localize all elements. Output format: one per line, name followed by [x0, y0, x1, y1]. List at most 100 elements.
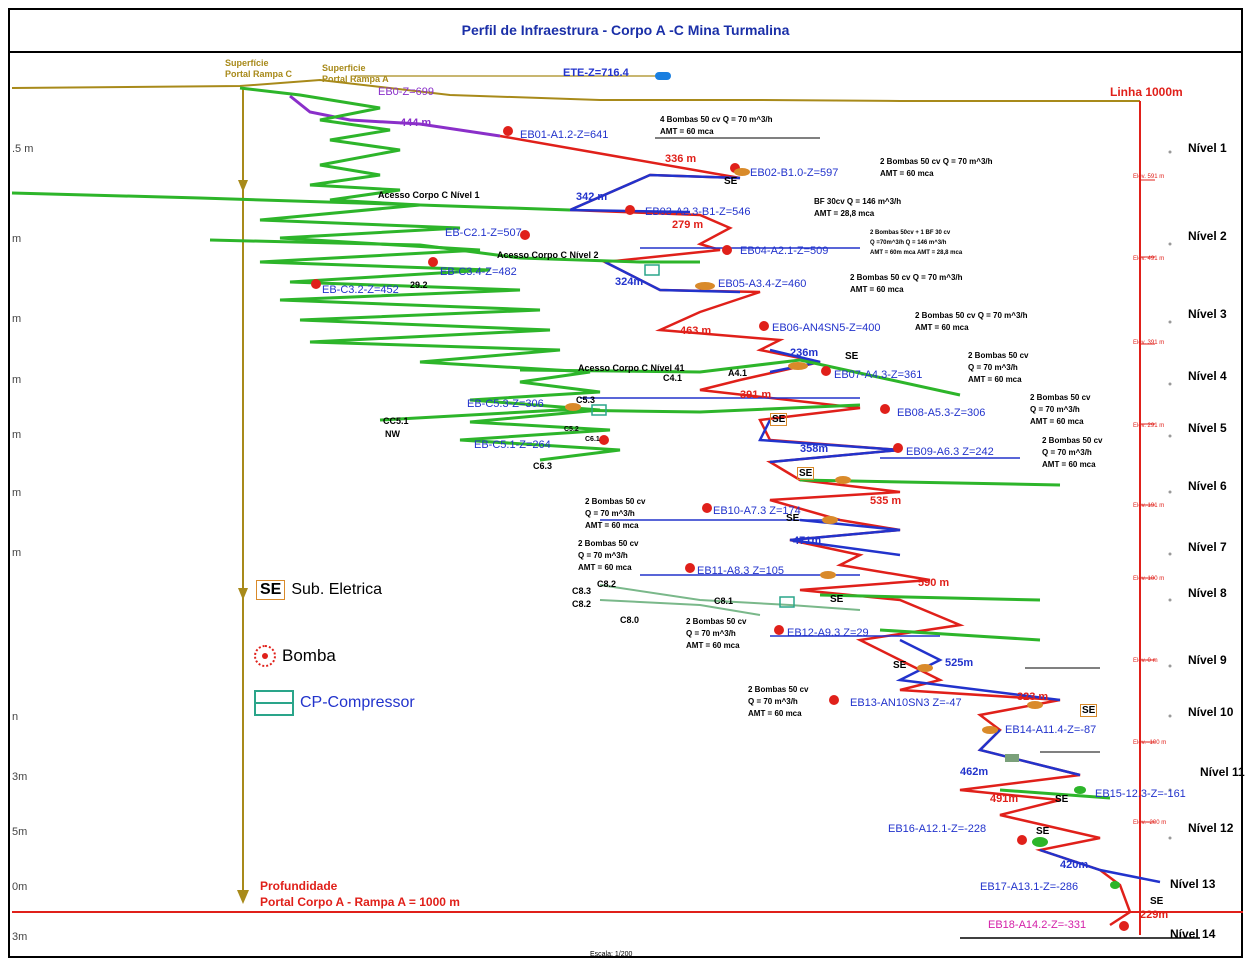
svg-text:.5 m: .5 m	[12, 143, 33, 155]
compressor-icon	[591, 404, 607, 416]
svg-text:Q = 70 m^3/h: Q = 70 m^3/h	[578, 551, 628, 560]
svg-text:AMT = 60 mca: AMT = 60 mca	[915, 323, 969, 332]
equipment-markers	[565, 168, 1043, 734]
station-label: EB02-B1.0-Z=597	[750, 167, 838, 179]
station-label: EB15-12.3-Z=-161	[1095, 788, 1186, 800]
station-label: EB09-A6.3 Z=242	[906, 446, 994, 458]
svg-text:358m: 358m	[800, 443, 828, 455]
green-blobs	[1032, 786, 1120, 889]
ramp-a-blue-segments	[1039, 848, 1161, 884]
ramp-c-level11	[999, 788, 1111, 800]
svg-text:m: m	[12, 233, 21, 245]
ramp-c-level5	[379, 403, 861, 422]
pump-icon	[880, 404, 890, 414]
level-label: Nível 5	[1188, 421, 1227, 435]
legend-substation-label: Sub. Eletrica	[291, 581, 383, 598]
svg-text:391 m: 391 m	[740, 389, 771, 401]
compressor-icon	[644, 264, 660, 276]
station-label: EB-C5.1-Z=264	[474, 439, 551, 451]
right-ticks-red	[1140, 179, 1155, 823]
svg-text:2 Bombas 50 cv Q = 70 m^3/h: 2 Bombas 50 cv Q = 70 m^3/h	[915, 311, 1028, 320]
se-tag: SE	[1036, 826, 1050, 837]
level-label: Nível 10	[1188, 705, 1234, 719]
ete-tank	[655, 72, 671, 80]
se-tag: SE	[1055, 794, 1069, 805]
svg-text:2 Bombas 50 cv: 2 Bombas 50 cv	[686, 617, 747, 626]
svg-text:m: m	[12, 547, 21, 559]
svg-text:BF 30cv Q = 146 m^3/h: BF 30cv Q = 146 m^3/h	[814, 197, 901, 206]
se-tag: SE	[1150, 896, 1164, 907]
svg-text:C5.3: C5.3	[576, 395, 595, 405]
pump-icon	[829, 695, 839, 705]
svg-text:229m: 229m	[1140, 909, 1168, 921]
station-label: EB-C5.3-Z=306	[467, 398, 544, 410]
legend-pump: Bomba	[254, 645, 336, 667]
compressor-area-lines	[599, 584, 861, 611]
ramp-c-level4	[519, 358, 961, 397]
svg-text:AMT = 60m mca AMT = 28,8: AMT = 60m mca AMT = 28,8 mca	[870, 250, 963, 256]
depth-arrowhead	[237, 890, 249, 904]
equipment-grey	[1005, 754, 1019, 762]
svg-text:Elev. 0 m: Elev. 0 m	[1133, 658, 1158, 664]
pump-icon	[702, 503, 712, 513]
ramp-a-blue-segments	[769, 348, 821, 374]
svg-text:236m: 236m	[790, 347, 818, 359]
svg-text:m: m	[12, 374, 21, 386]
station-label: EB-C3.2-Z=452	[322, 284, 399, 296]
pump-icon	[1119, 921, 1129, 931]
title-bar: Perfil de Infraestrura - Corpo A -C Mina…	[8, 8, 1243, 53]
svg-text:471m: 471m	[793, 535, 821, 547]
svg-text:AMT = 60 mca: AMT = 60 mca	[880, 169, 934, 178]
svg-text:336 m: 336 m	[665, 153, 696, 165]
level-label: Nível 7	[1188, 540, 1227, 554]
station-label: EB01-A1.2-Z=641	[520, 129, 608, 141]
svg-text:Elev. 591 m: Elev. 591 m	[1133, 174, 1164, 180]
ramp-a-blue-segments	[977, 729, 1081, 777]
svg-text:AMT = 28,8 mca: AMT = 28,8 mca	[814, 209, 875, 218]
svg-text:4 Bombas 50 cv Q = 70 m^3/h: 4 Bombas 50 cv Q = 70 m^3/h	[660, 115, 773, 124]
scale-label: Escala: 1/200	[590, 951, 633, 958]
purple-ramp	[289, 94, 501, 138]
se-tag: SE	[770, 413, 788, 426]
ramp-c-level9	[879, 628, 1041, 642]
svg-text:525m: 525m	[945, 657, 973, 669]
pump-icon	[625, 205, 635, 215]
pump-icon	[254, 645, 276, 667]
station-label: EB17-A13.1-Z=-286	[980, 881, 1078, 893]
station-label: EB06-AN4SN5-Z=400	[772, 322, 881, 334]
svg-text:A4.1: A4.1	[728, 368, 747, 378]
svg-text:Acesso Corpo C Nível 2: Acesso Corpo C Nível 2	[497, 250, 599, 260]
se-tag: SE	[830, 594, 844, 605]
svg-text:C4.1: C4.1	[663, 373, 682, 383]
svg-text:m: m	[12, 429, 21, 441]
ramp-a-blue-segments	[758, 419, 901, 464]
svg-text:3m: 3m	[12, 771, 27, 783]
svg-text:AMT = 60 mca: AMT = 60 mca	[1030, 417, 1084, 426]
level-label: Nível 6	[1188, 479, 1227, 493]
level-label: Nível 2	[1188, 229, 1227, 243]
svg-text:2 Bombas 50 cv: 2 Bombas 50 cv	[578, 539, 639, 548]
se-tag: SE	[786, 513, 800, 524]
svg-text:2 Bombas 50 cv: 2 Bombas 50 cv	[1042, 436, 1103, 445]
svg-text:Q = 70 m^3/h: Q = 70 m^3/h	[968, 363, 1018, 372]
pump-icon	[821, 366, 831, 376]
ramp-a-blue-segments	[789, 518, 901, 557]
svg-text:Q = 70 m^3/h: Q = 70 m^3/h	[1030, 405, 1080, 414]
pump-notes: 4 Bombas 50 cv Q = 70 m^3/h AMT = 60 mca…	[578, 115, 1103, 718]
svg-text:2 Bombas 50 cv Q = 70 m^3/h: 2 Bombas 50 cv Q = 70 m^3/h	[880, 157, 993, 166]
svg-text:AMT = 60 mca: AMT = 60 mca	[748, 709, 802, 718]
se-tag: SE	[845, 351, 859, 362]
svg-text:C8.2: C8.2	[572, 599, 591, 609]
station-label: EB12-A9.3 Z=29	[787, 627, 869, 639]
ramp-c	[239, 86, 621, 462]
svg-text:Q = 70 m^3/h: Q = 70 m^3/h	[1042, 448, 1092, 457]
level-label: Nível 8	[1188, 586, 1227, 600]
svg-text:C5.2: C5.2	[564, 426, 579, 433]
level-label: Nível 12	[1188, 821, 1234, 835]
svg-text:C6.3: C6.3	[533, 461, 552, 471]
svg-text:29.2: 29.2	[410, 280, 428, 290]
small-labels: C4.1 A4.1 CC5.1 NW C5.3 C5.2 C6.1 C6.3 C…	[383, 280, 747, 625]
